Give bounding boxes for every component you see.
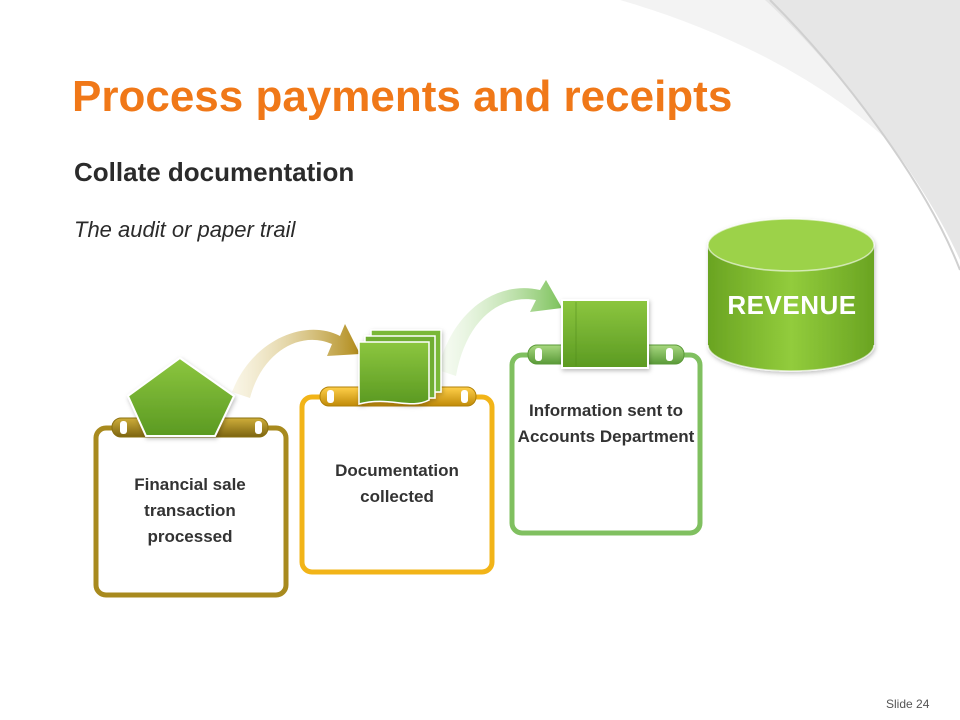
slide-subsubtitle: The audit or paper trail [74,217,296,242]
background-swoosh [620,0,960,271]
arrow-step2-to-step3 [438,280,562,376]
documents-stack-icon [358,329,442,405]
slide-subtitle: Collate documentation [74,157,355,187]
step-1-label: Financial sale transaction processed [134,475,246,546]
slide-title: Process payments and receipts [72,72,733,121]
pentagon-icon [126,356,236,437]
revenue-label: REVENUE [727,290,857,320]
slide-number: Slide 24 [886,697,930,711]
step-2-label: Documentation collected [335,461,459,506]
document-icon [561,299,649,369]
revenue-cylinder [707,218,875,372]
arrow-step1-to-step2 [232,324,360,398]
step-3-label: Information sent to Accounts Department [517,401,695,446]
